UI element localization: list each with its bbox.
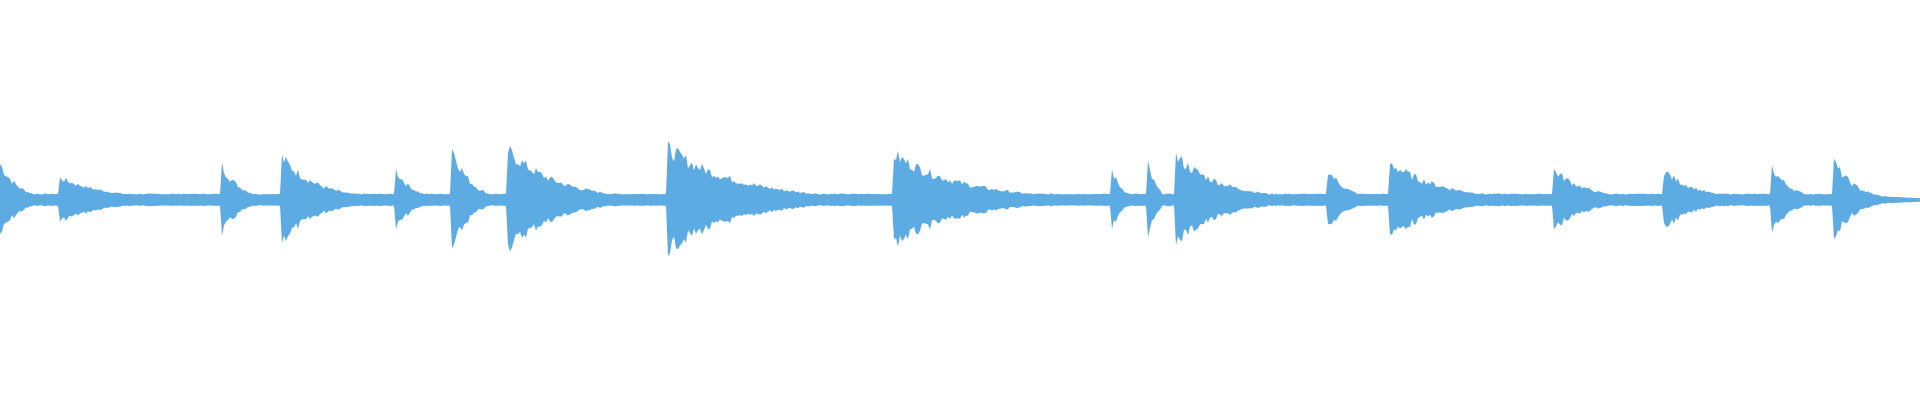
waveform-shape-group [0, 141, 1920, 256]
waveform-envelope [0, 141, 1920, 256]
